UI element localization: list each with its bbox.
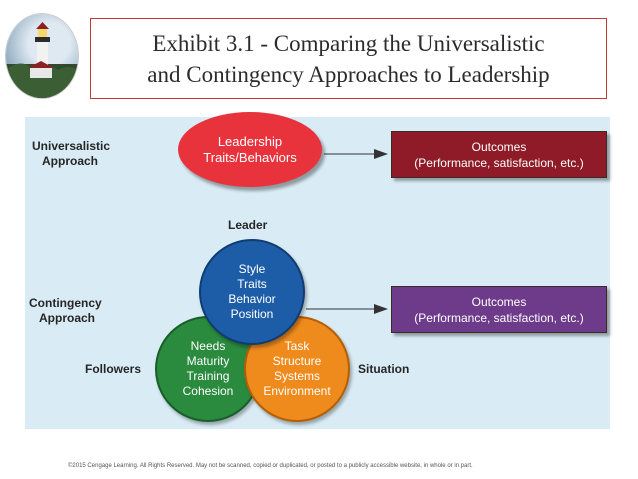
followers-label: Followers: [85, 362, 142, 376]
outcomes-bottom-title: Outcomes: [471, 294, 527, 309]
title-box: Exhibit 3.1 - Comparing the Universalist…: [90, 18, 607, 99]
page-title: Exhibit 3.1 - Comparing the Universalist…: [147, 30, 550, 87]
lighthouse-logo: [6, 14, 78, 98]
lighthouse-icon: [6, 22, 78, 98]
contingency-label-line-2: Approach: [39, 311, 96, 325]
leader-label: Leader: [228, 218, 268, 232]
situation-circle: Task Structure Systems Environment: [244, 316, 350, 422]
leadership-traits-node: Leadership Traits/Behaviors: [178, 112, 322, 187]
arrow-bottom: [306, 304, 388, 314]
universalistic-label: Universalistic Approach: [32, 139, 110, 169]
universalistic-label-line-1: Universalistic: [32, 139, 111, 153]
outcomes-box-bottom: Outcomes (Performance, satisfaction, etc…: [391, 286, 607, 333]
contingency-label-line-1: Contingency: [29, 296, 102, 310]
copyright-footer: ©2015 Cengage Learning. All Rights Reser…: [68, 463, 473, 469]
outcomes-top-title: Outcomes: [471, 139, 527, 154]
outcomes-top-detail: (Performance, satisfaction, etc.): [414, 155, 584, 170]
arrow-top: [324, 149, 388, 159]
outcomes-bottom-detail: (Performance, satisfaction, etc.): [414, 310, 584, 325]
situation-label: Situation: [358, 362, 410, 376]
leader-circle: Style Traits Behavior Position: [199, 239, 305, 345]
outcomes-box-top: Outcomes (Performance, satisfaction, etc…: [391, 131, 607, 178]
universalistic-label-line-2: Approach: [42, 154, 99, 168]
contingency-label: Contingency Approach: [29, 296, 102, 326]
